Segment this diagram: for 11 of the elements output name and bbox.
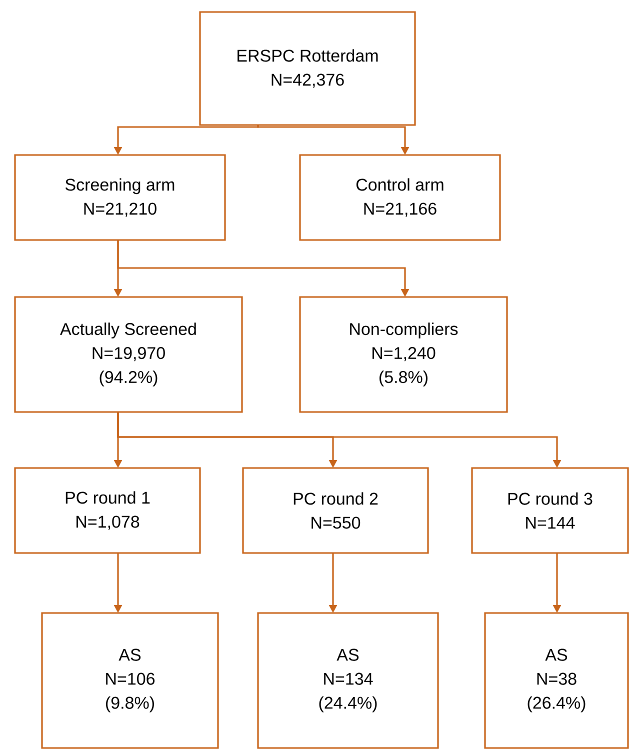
process-box: Non-compliers N=1,240 (5.8%) [299, 296, 508, 413]
process-box: AS N=106 (9.8%) [41, 612, 219, 749]
process-box: PC round 1 N=1,078 [14, 467, 201, 554]
process-box: PC round 3 N=144 [471, 467, 629, 554]
process-box: Actually Screened N=19,970 (94.2%) [14, 296, 243, 413]
process-box: AS N=38 (26.4%) [484, 612, 629, 749]
process-box: AS N=134 (24.4%) [257, 612, 439, 749]
process-box: PC round 2 N=550 [242, 467, 429, 554]
process-box: Control arm N=21,166 [299, 154, 501, 241]
process-box: Screening arm N=21,210 [14, 154, 226, 241]
process-box: ERSPC Rotterdam N=42,376 [199, 11, 416, 126]
